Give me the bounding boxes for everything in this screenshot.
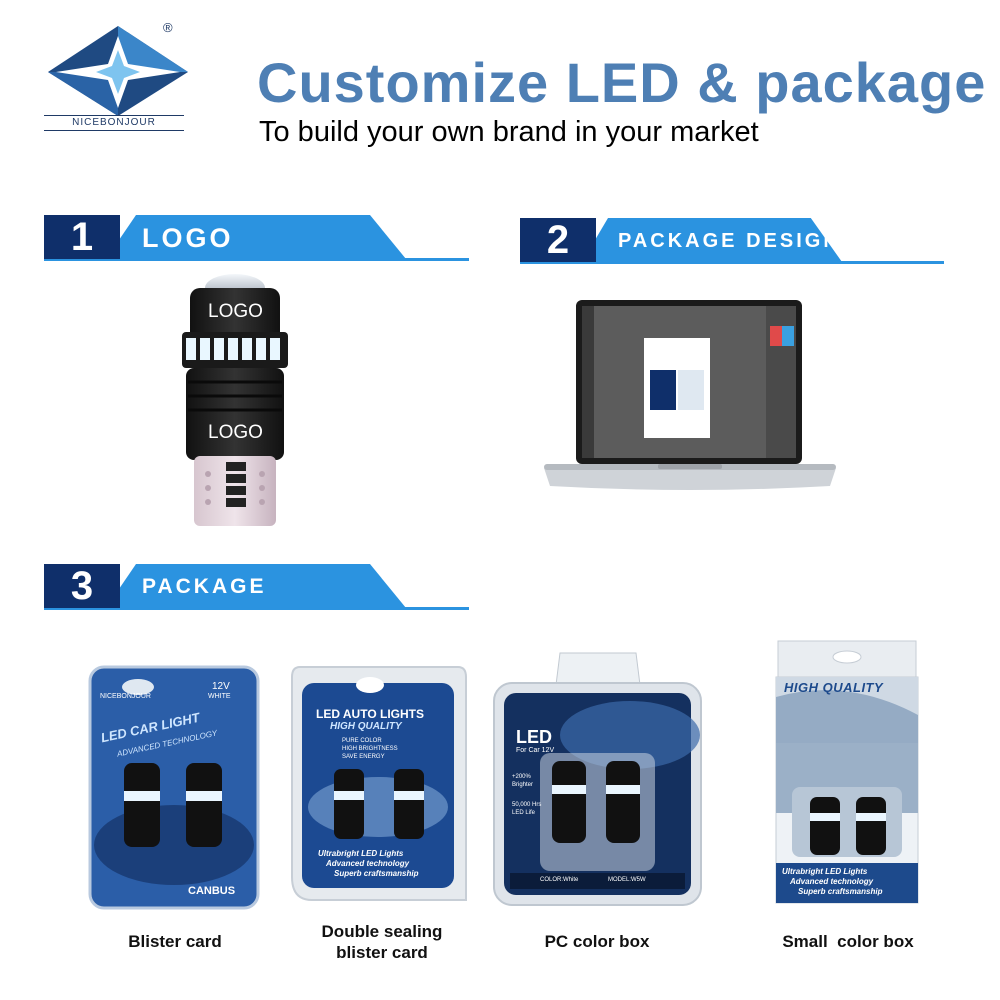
card-bullet: SAVE ENERGY <box>342 754 385 760</box>
pc-color-box-icon <box>493 652 702 906</box>
blister-card-icon <box>88 665 260 910</box>
box-color-label: COLOR:White <box>540 877 579 883</box>
card-tag: Advanced technology <box>326 859 410 868</box>
card-bullet: HIGH BRIGHTNESS <box>342 746 398 752</box>
card-footer: CANBUS <box>188 885 236 897</box>
brand-logo <box>44 22 192 132</box>
double-blister-card-image: LED AUTO LIGHTS HIGH QUALITY PURE COLOR … <box>290 657 468 910</box>
caption-double-blister-card: Double sealing blister card <box>296 921 468 963</box>
section-label: LOGO <box>142 223 234 253</box>
caption-line: blister card <box>336 943 428 962</box>
section-1-header: 1 LOGO <box>44 215 469 261</box>
pc-color-box-image: LED For Car 12V +200% Brighter 50,000 Hr… <box>490 645 705 907</box>
small-color-box-icon <box>775 640 919 904</box>
card-brand: NICEBONJOUR <box>100 693 151 700</box>
blister-card-image: NICEBONJOUR 12V WHITE LED CAR LIGHT ADVA… <box>88 665 260 910</box>
box-sub: For Car 12V <box>516 747 555 754</box>
box-tag: Ultrabright LED Lights <box>782 867 868 876</box>
box-line1: HIGH QUALITY <box>784 680 884 695</box>
led-bulb-icon <box>182 274 288 526</box>
caption-line: Double sealing <box>321 922 443 941</box>
section-number: 2 <box>520 218 596 262</box>
compass-logo-icon <box>48 26 188 116</box>
brand-name: NICEBONJOUR <box>44 115 184 131</box>
small-color-box-image: HIGH QUALITY Ultrabright LED Lights Adva… <box>772 637 922 907</box>
box-brighter: +200% Brighter <box>512 774 534 788</box>
section-rule <box>520 261 944 264</box>
section-label: PACKAGE DESIGN <box>618 230 841 252</box>
caption-blister-card: Blister card <box>128 932 222 951</box>
section-rule <box>44 258 469 261</box>
section-bar <box>106 564 406 608</box>
card-tag: Ultrabright LED Lights <box>318 849 404 858</box>
card-line1: LED AUTO LIGHTS <box>316 707 424 721</box>
box-life: 50,000 Hrs LED Life <box>512 802 542 816</box>
caption-pc-color-box: PC color box <box>544 932 650 951</box>
caption-small-color-box: Small color box <box>782 932 914 951</box>
section-bar <box>582 218 842 262</box>
card-bullets: PURE COLOR HIGH BRIGHTNESS SAVE ENERGY <box>342 737 398 761</box>
section-bar <box>106 215 406 259</box>
section-2-header: 2 PACKAGE DESIGN <box>520 218 944 264</box>
section-number: 3 <box>44 564 120 608</box>
box-tags: Ultrabright LED Lights Advanced technolo… <box>782 867 882 897</box>
box-model-label: MODEL:W5W <box>608 877 646 883</box>
section-number: 1 <box>44 215 120 259</box>
bulb-logo-top: LOGO <box>208 301 263 322</box>
card-color: WHITE <box>208 693 231 700</box>
box-tag: Advanced technology <box>790 877 874 886</box>
led-bulb-image: LOGO LOGO <box>180 270 290 530</box>
box-tag: Superb craftsmanship <box>798 887 883 896</box>
bulb-logo-bottom: LOGO <box>208 422 263 443</box>
card-voltage: 12V <box>212 681 230 692</box>
section-rule <box>44 607 469 610</box>
laptop-image <box>540 296 840 506</box>
registered-mark: ® <box>163 20 173 35</box>
double-blister-card-icon <box>291 666 467 901</box>
card-line2: HIGH QUALITY <box>330 721 402 732</box>
page-title: Customize LED & package <box>257 51 987 114</box>
card-bullet: PURE COLOR <box>342 738 382 744</box>
box-logo: LED <box>516 727 552 747</box>
section-3-header: 3 PACKAGE <box>44 564 469 610</box>
laptop-icon <box>544 300 836 490</box>
card-tags: Ultrabright LED Lights Advanced technolo… <box>318 849 418 879</box>
card-tag: Superb craftsmanship <box>334 869 419 878</box>
page-subtitle: To build your own brand in your market <box>259 116 759 148</box>
section-label: PACKAGE <box>142 575 267 598</box>
